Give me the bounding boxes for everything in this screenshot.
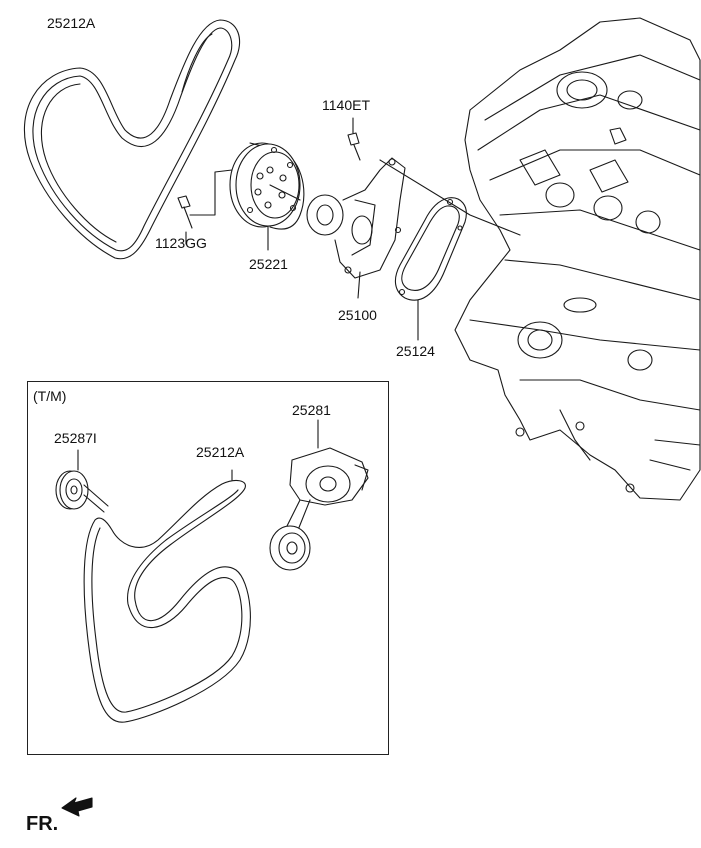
label-idler: 25287I bbox=[54, 430, 97, 446]
belt-tensioner bbox=[269, 419, 369, 571]
label-tm-box: (T/M) bbox=[33, 388, 67, 404]
label-gasket: 25124 bbox=[396, 343, 435, 359]
label-tensioner: 25281 bbox=[292, 402, 331, 418]
bolt-1140et bbox=[347, 117, 521, 236]
label-belt-tm: 25212A bbox=[196, 444, 245, 460]
idler-pulley bbox=[55, 449, 109, 513]
drive-belt-top bbox=[24, 19, 240, 260]
water-pump-pulley bbox=[229, 142, 305, 230]
front-label: FR. bbox=[26, 813, 59, 835]
engine-block bbox=[454, 17, 701, 501]
label-bolt-1140et: 1140ET bbox=[322, 97, 370, 113]
label-belt-top: 25212A bbox=[47, 15, 96, 31]
drive-belt-tm bbox=[83, 469, 251, 723]
water-pump bbox=[269, 157, 406, 299]
front-direction-arrow-icon bbox=[61, 797, 93, 817]
bolt-1123gg bbox=[177, 169, 233, 245]
label-water-pump: 25100 bbox=[338, 307, 377, 323]
label-bolt-1123gg: 1123GG bbox=[155, 235, 207, 251]
tm-variant-box bbox=[27, 381, 389, 755]
label-pulley: 25221 bbox=[249, 256, 288, 272]
water-pump-gasket bbox=[394, 197, 467, 341]
